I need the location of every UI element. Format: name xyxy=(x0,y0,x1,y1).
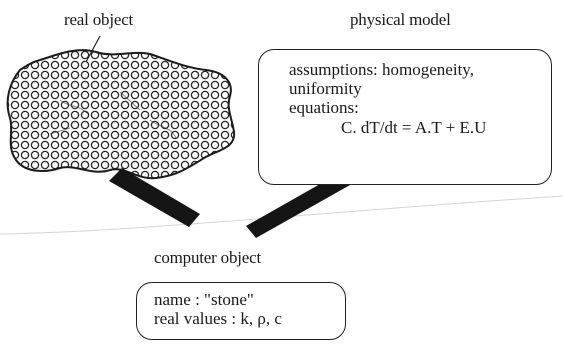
connector-real-to-computer xyxy=(109,168,200,227)
computer-object-box: name : "stone" real values : k, ρ, c xyxy=(136,282,346,340)
assumptions-continued-text: uniformity xyxy=(289,79,362,98)
heat-equation: C. dT/dt = A.T + E.U xyxy=(341,118,487,137)
stone-icon xyxy=(6,35,236,180)
real-values-text: real values : k, ρ, c xyxy=(154,309,282,328)
computer-object-label: computer object xyxy=(154,248,261,267)
real-object-label: real object xyxy=(64,10,134,29)
physical-model-box: assumptions: homogeneity, uniformity equ… xyxy=(258,49,552,185)
assumptions-text: assumptions: homogeneity, xyxy=(289,60,474,79)
scan-artifact-line xyxy=(0,195,563,235)
equations-label: equations: xyxy=(289,98,359,117)
physical-model-label: physical model xyxy=(350,10,451,29)
object-name-text: name : "stone" xyxy=(154,290,254,309)
